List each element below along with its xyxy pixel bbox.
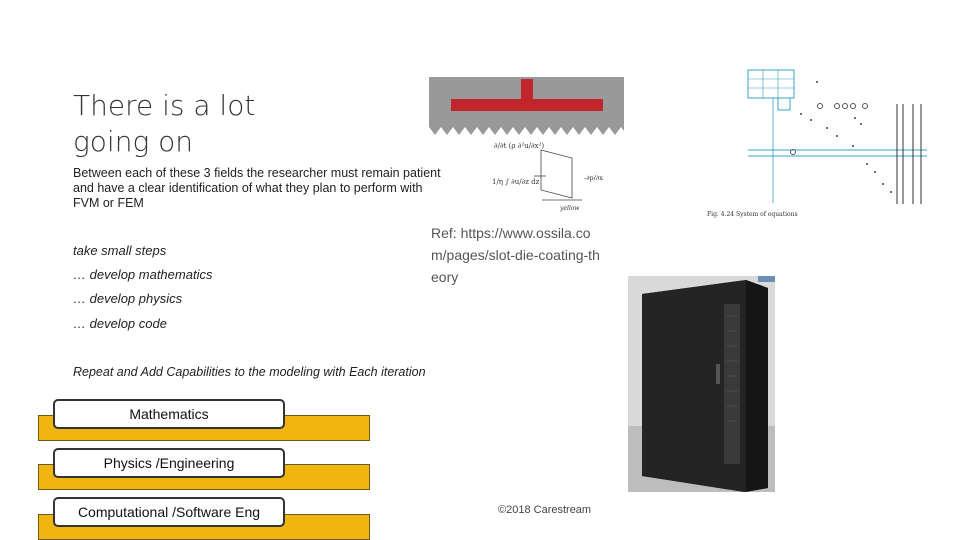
slide-title-line2: going on: [73, 125, 194, 158]
eq-label: yellow: [559, 205, 580, 212]
slide-title: There is a lot going on: [73, 88, 403, 160]
reference-text: Ref: https://www.ossila.com/pages/slot-d…: [431, 225, 600, 285]
physics-box: Physics /Engineering: [53, 448, 285, 478]
step-item: … develop physics: [73, 291, 183, 306]
svg-text:-∂p/∂x: -∂p/∂x: [584, 174, 603, 182]
system-of-equations-figure: Fig. 4.24 System of equations: [707, 69, 927, 218]
step-item: … develop code: [73, 316, 167, 331]
flow-equation-diagram: ∂/∂t (ρ ∂²u/∂x²) 1/η ∫ ∂u/∂z dz -∂p/∂x y…: [492, 142, 603, 212]
svg-text:∂/∂t (ρ ∂²u/∂x²): ∂/∂t (ρ ∂²u/∂x²): [494, 142, 544, 150]
slot-die-beam-image: [429, 77, 624, 137]
intro-text: Between each of these 3 fields the resea…: [73, 166, 441, 210]
step-item: take small steps: [73, 243, 167, 258]
server-rack-photo: [628, 276, 775, 492]
figure-caption: Fig. 4.24 System of equations: [707, 211, 798, 218]
slide-title-line1: There is a lot: [73, 89, 256, 122]
svg-text:1/η ∫ ∂u/∂z dz: 1/η ∫ ∂u/∂z dz: [492, 178, 540, 186]
mathematics-box: Mathematics: [53, 399, 285, 429]
step-item: … develop mathematics: [73, 267, 213, 282]
software-box: Computational /Software Eng: [53, 497, 285, 527]
repeat-text: Repeat and Add Capabilities to the model…: [73, 365, 426, 379]
copyright-text: ©2018 Carestream: [498, 504, 592, 516]
